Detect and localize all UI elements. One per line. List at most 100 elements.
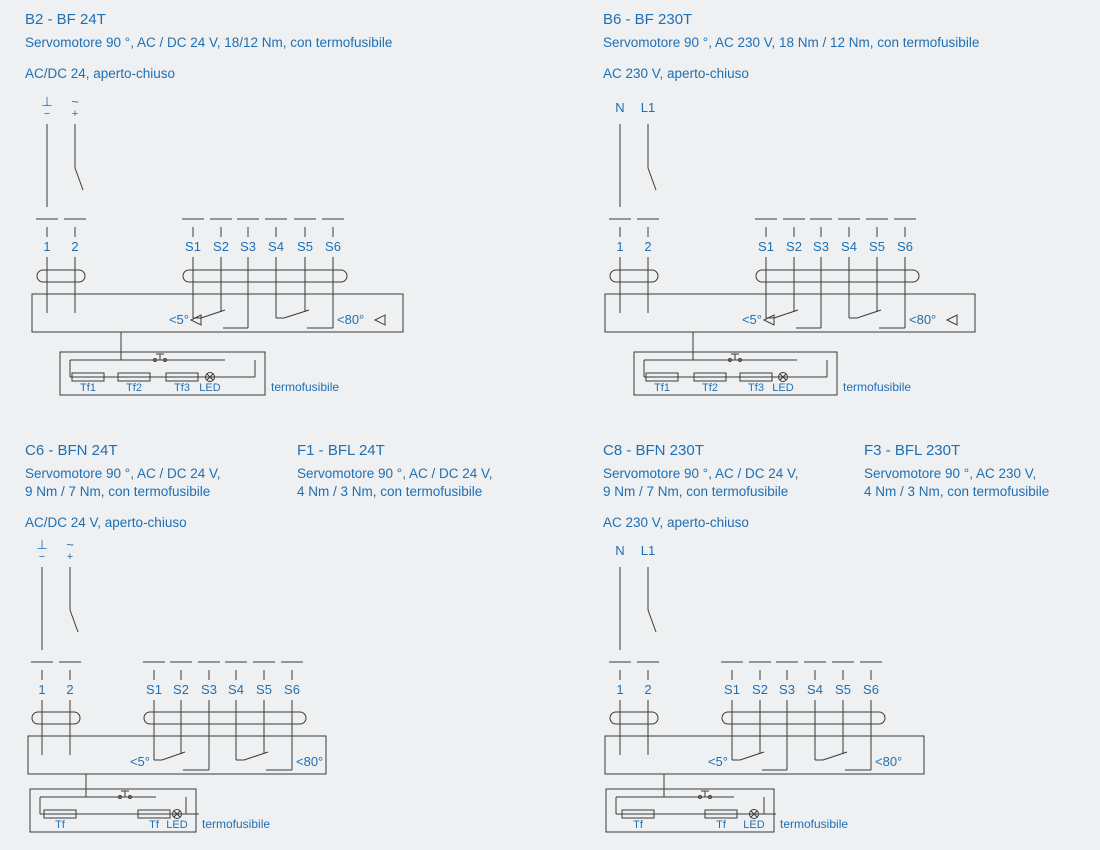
terminal-label-s1: S1 bbox=[724, 682, 740, 697]
panel-description: Servomotore 90 °, AC / DC 24 V, bbox=[603, 466, 799, 481]
terminal-label-2: 2 bbox=[71, 239, 78, 254]
terminal-label-s4: S4 bbox=[268, 239, 284, 254]
terminal-label-1: 1 bbox=[616, 682, 623, 697]
panel-description: Servomotore 90 °, AC / DC 24 V, 18/12 Nm… bbox=[25, 35, 393, 50]
fuse-label-2: Tf2 bbox=[126, 382, 142, 394]
actuator-housing bbox=[604, 293, 976, 333]
thermal-fuse-label: termofusibile bbox=[843, 380, 911, 394]
terminal-label-s6: S6 bbox=[325, 239, 341, 254]
terminal-label-s4: S4 bbox=[228, 682, 244, 697]
panel-title: C8 - BFN 230T bbox=[603, 442, 704, 459]
terminal-label-s3: S3 bbox=[813, 239, 829, 254]
plus-label: + bbox=[67, 551, 73, 563]
switch-contact bbox=[647, 609, 657, 633]
led-label: LED bbox=[772, 382, 793, 394]
thermal-fuse-label: termofusibile bbox=[271, 380, 339, 394]
fuse-label-1: Tf bbox=[633, 819, 644, 831]
panel-mode: AC 230 V, aperto-chiuso bbox=[603, 515, 749, 530]
fuse-label-3: Tf3 bbox=[748, 382, 764, 394]
panel-mode: AC/DC 24 V, aperto-chiuso bbox=[25, 515, 187, 530]
terminal-label-s5: S5 bbox=[256, 682, 272, 697]
terminal-label-s5: S5 bbox=[835, 682, 851, 697]
fuse-label-2: Tf bbox=[149, 819, 160, 831]
fuse-element bbox=[704, 809, 738, 819]
fuse-element bbox=[693, 372, 727, 382]
terminal-label-s4: S4 bbox=[841, 239, 857, 254]
fuse-element bbox=[621, 809, 655, 819]
thermal-fuse-box bbox=[29, 788, 197, 833]
switch-contact bbox=[153, 358, 157, 362]
terminal-label-2: 2 bbox=[66, 682, 73, 697]
switch-contact bbox=[163, 358, 167, 362]
terminal-label-s6: S6 bbox=[284, 682, 300, 697]
switch-contact bbox=[708, 795, 712, 799]
terminal-label-2: 2 bbox=[644, 682, 651, 697]
angle-marker-icon bbox=[373, 314, 386, 326]
panel-c8-header: C8 - BFN 230T Servomotore 90 °, AC / DC … bbox=[603, 442, 799, 532]
fuse-element bbox=[117, 372, 151, 382]
minus-label: − bbox=[39, 551, 45, 563]
neutral-label: N bbox=[615, 100, 624, 115]
cable-gland-power bbox=[31, 711, 81, 725]
terminal-label-1: 1 bbox=[38, 682, 45, 697]
panel-title: B2 - BF 24T bbox=[25, 11, 106, 28]
switch-contact bbox=[128, 795, 132, 799]
terminal-label-s1: S1 bbox=[146, 682, 162, 697]
actuator-housing bbox=[31, 293, 404, 333]
panel-description: Servomotore 90 °, AC / DC 24 V, bbox=[25, 466, 221, 481]
led-label: LED bbox=[743, 819, 764, 831]
switch-contact bbox=[698, 795, 702, 799]
angle-high-label: <80° bbox=[875, 754, 902, 769]
fuse-element bbox=[43, 809, 77, 819]
terminal-label-s6: S6 bbox=[897, 239, 913, 254]
cable-gland-aux bbox=[755, 269, 920, 283]
tilde-symbol: ~ bbox=[71, 94, 79, 109]
fuse-label-2: Tf bbox=[716, 819, 727, 831]
switch-contact bbox=[738, 358, 742, 362]
cable-gland-power bbox=[36, 269, 86, 283]
panel-mode: AC/DC 24, aperto-chiuso bbox=[25, 66, 176, 81]
angle-marker-icon bbox=[945, 314, 958, 326]
panel-title: C6 - BFN 24T bbox=[25, 442, 118, 459]
angle-low-label: <5° bbox=[742, 312, 762, 327]
panel-description: Servomotore 90 °, AC 230 V, bbox=[864, 466, 1037, 481]
led-cross bbox=[173, 810, 181, 818]
terminal-label-s2: S2 bbox=[173, 682, 189, 697]
led-label: LED bbox=[199, 382, 220, 394]
panel-f3-header: F3 - BFL 230T Servomotore 90 °, AC 230 V… bbox=[864, 442, 1049, 501]
panel-description: Servomotore 90 °, AC 230 V, 18 Nm / 12 N… bbox=[603, 35, 980, 50]
switch-contact bbox=[647, 167, 657, 191]
terminal-label-s3: S3 bbox=[779, 682, 795, 697]
fuse-label-1: Tf1 bbox=[80, 382, 96, 394]
cable-gland-aux bbox=[182, 269, 348, 283]
neutral-label: N bbox=[615, 543, 624, 558]
aux-switch-1 bbox=[161, 751, 186, 761]
ground-symbol: ⊥ bbox=[41, 94, 52, 109]
thermal-fuse-box bbox=[59, 351, 266, 396]
actuator-housing bbox=[27, 735, 327, 775]
phase-label: L1 bbox=[641, 100, 655, 115]
fuse-element bbox=[165, 372, 199, 382]
phase-label: L1 bbox=[641, 543, 655, 558]
terminal-label-s1: S1 bbox=[758, 239, 774, 254]
cable-gland-power bbox=[609, 269, 659, 283]
angle-low-label: <5° bbox=[169, 312, 189, 327]
fuse-label-1: Tf1 bbox=[654, 382, 670, 394]
angle-marker-icon bbox=[189, 314, 202, 326]
panel-b6-header: B6 - BF 230T Servomotore 90 °, AC 230 V,… bbox=[603, 11, 979, 83]
minus-label: − bbox=[44, 108, 50, 120]
angle-high-label: <80° bbox=[296, 754, 323, 769]
panel-mode: AC 230 V, aperto-chiuso bbox=[603, 66, 749, 81]
fuse-label-1: Tf bbox=[55, 819, 66, 831]
terminal-label-s2: S2 bbox=[786, 239, 802, 254]
panel-description: 9 Nm / 7 Nm, con termofusibile bbox=[603, 484, 789, 499]
thermal-fuse-box bbox=[633, 351, 838, 396]
fuse-label-3: Tf3 bbox=[174, 382, 190, 394]
panel-f1-header: F1 - BFL 24T Servomotore 90 °, AC / DC 2… bbox=[297, 442, 493, 501]
fuse-element bbox=[739, 372, 773, 382]
fuse-element bbox=[137, 809, 171, 819]
angle-low-label: <5° bbox=[130, 754, 150, 769]
